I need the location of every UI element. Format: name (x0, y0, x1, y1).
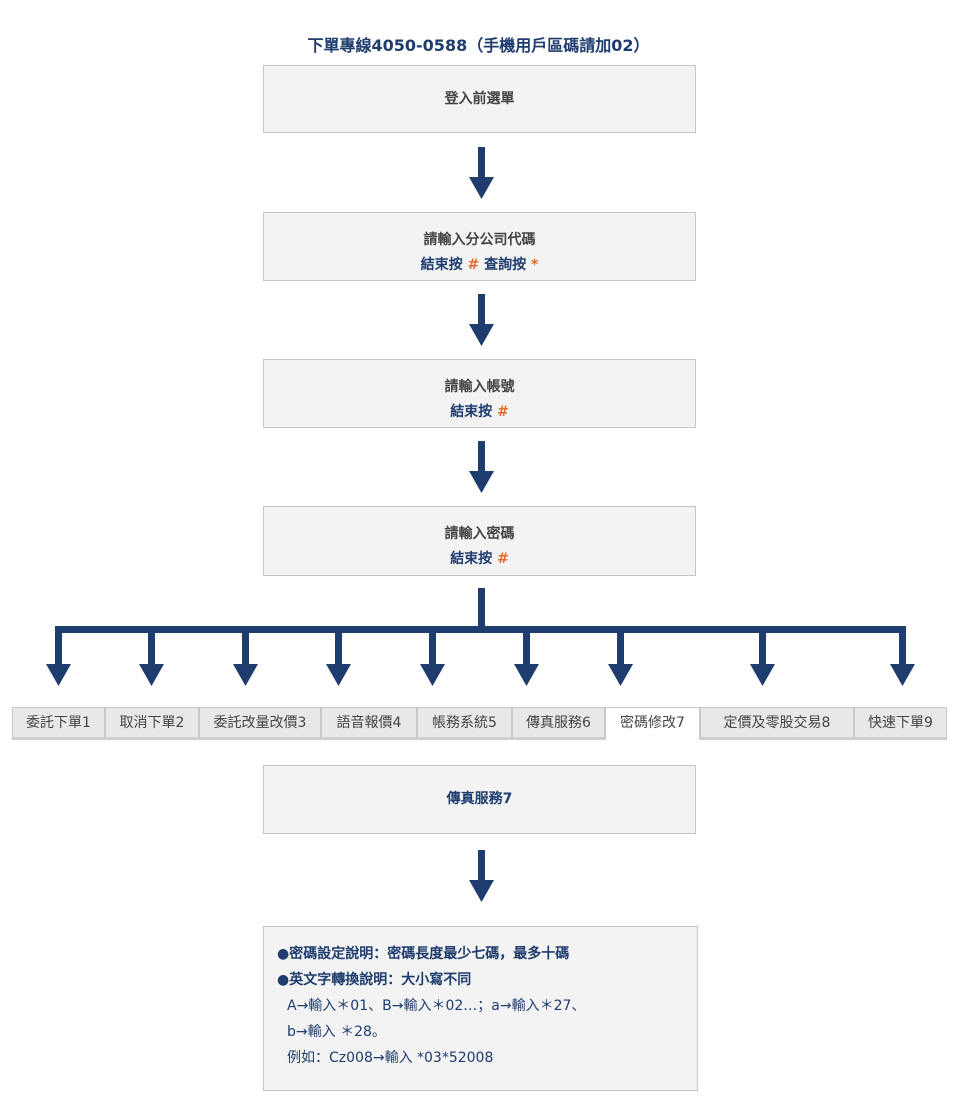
branch-code-instruction: 結束按 # 查詢按 * (420, 257, 539, 273)
connector-arrow-3-shaft (478, 441, 485, 473)
selected-service-title: 傳真服務7 (446, 791, 513, 807)
branch-code-prompt: 請輸入分公司代碼 (423, 232, 536, 248)
notes-line-5: 例如：Cz008→輸入 *03*52008 (287, 1050, 494, 1066)
hash-key: # (497, 404, 509, 420)
branch-arrow-8 (750, 664, 775, 686)
branch-code-box: 請輸入分公司代碼 結束按 # 查詢按 * (263, 212, 696, 281)
connector-arrow-3-head (469, 471, 494, 493)
branch-arrow-6 (514, 664, 539, 686)
branch-arrow-4 (326, 664, 351, 686)
password-notes-box: ●密碼設定說明：密碼長度最少七碼，最多十碼 ●英文字轉換說明：大小寫不同 A→輸… (263, 926, 698, 1091)
hash-key: # (497, 551, 509, 567)
password-prompt: 請輸入密碼 (444, 526, 515, 542)
menu-box: 登入前選單 (263, 65, 696, 133)
selected-service-box: 傳真服務7 (263, 765, 696, 834)
tab-cancel-order[interactable]: 取消下單2 (105, 707, 199, 740)
tab-fax-service[interactable]: 傳真服務6 (512, 707, 605, 740)
connector-arrow-4-shaft (478, 850, 485, 882)
connector-arrow-4-head (469, 880, 494, 902)
hotline-title: 下單專線4050-0588（手機用戶區碼請加02） (307, 36, 650, 55)
account-instruction: 結束按 # (450, 404, 509, 420)
connector-arrow-2-head (469, 324, 494, 346)
account-box: 請輸入帳號 結束按 # (263, 359, 696, 428)
notes-line-3: A→輸入＊01、B→輸入＊02…；a→輸入＊27、 (287, 998, 586, 1014)
notes-line-4: b→輸入 ＊28。 (287, 1024, 386, 1040)
tab-password-change[interactable]: 密碼修改7 (605, 707, 700, 740)
menu-label: 登入前選單 (444, 91, 515, 107)
branch-bar (55, 626, 906, 633)
branch-arrow-2 (139, 664, 164, 686)
password-instruction: 結束按 # (450, 551, 509, 567)
tab-order[interactable]: 委託下單1 (12, 707, 105, 740)
tab-account-system[interactable]: 帳務系統5 (417, 707, 512, 740)
star-key: * (531, 257, 539, 273)
tab-voice-quote[interactable]: 語音報價4 (321, 707, 417, 740)
branch-stem (478, 588, 485, 628)
branch-arrow-7 (608, 664, 633, 686)
tab-fixed-price-odd-lot[interactable]: 定價及零股交易8 (700, 707, 854, 740)
service-tabs: 委託下單1 取消下單2 委託改量改價3 語音報價4 帳務系統5 傳真服務6 密碼… (0, 707, 957, 740)
branch-arrow-5 (420, 664, 445, 686)
notes-line-2: ●英文字轉換說明：大小寫不同 (277, 972, 472, 988)
account-prompt: 請輸入帳號 (444, 379, 515, 395)
hash-key: # (467, 257, 480, 273)
password-box: 請輸入密碼 結束按 # (263, 506, 696, 576)
connector-arrow-1-head (469, 177, 494, 199)
notes-line-1: ●密碼設定說明：密碼長度最少七碼，最多十碼 (277, 946, 570, 962)
tab-quick-order[interactable]: 快速下單9 (854, 707, 947, 740)
branch-arrow-9 (890, 664, 915, 686)
tab-modify-order[interactable]: 委託改量改價3 (199, 707, 321, 740)
branch-arrow-3 (233, 664, 258, 686)
branch-arrow-1 (46, 664, 71, 686)
connector-arrow-1-shaft (478, 147, 485, 179)
connector-arrow-2-shaft (478, 294, 485, 326)
